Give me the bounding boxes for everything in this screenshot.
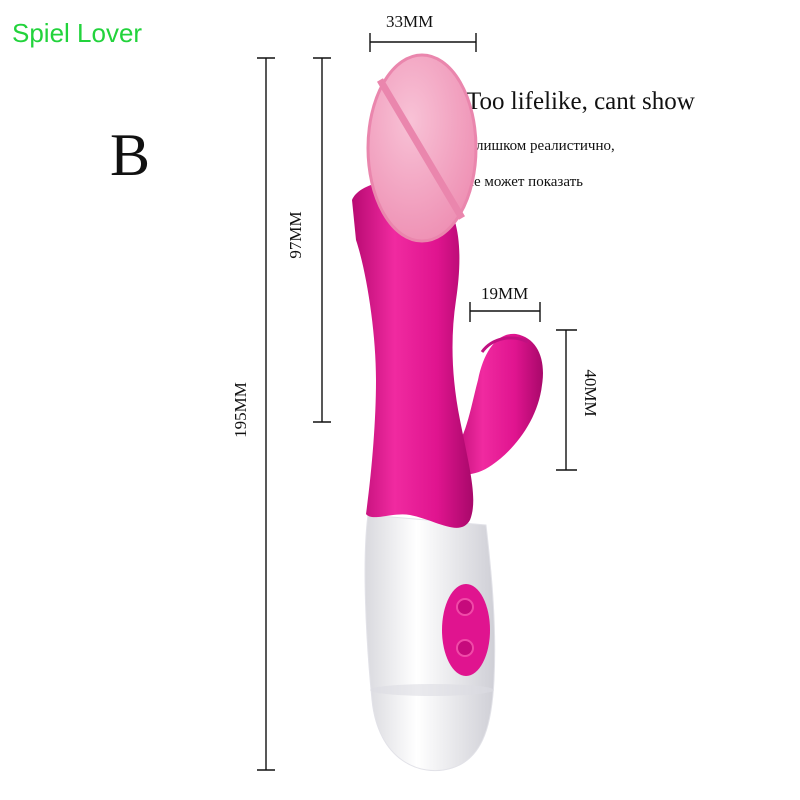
control-panel xyxy=(442,584,490,676)
dimension-top-width xyxy=(369,33,477,52)
label-clit-width: 19MM xyxy=(481,284,529,303)
control-button-top[interactable] xyxy=(456,598,474,616)
censor-note-russian-line1: Слишком реалистично, xyxy=(466,138,615,154)
censor-note-russian-line2: не может показать xyxy=(466,174,584,190)
device-clitoral-arm xyxy=(450,333,543,475)
censor-overlay xyxy=(366,53,478,243)
device-handle xyxy=(364,514,496,772)
label-top-width: 33MM xyxy=(386,12,434,31)
dimension-clit-width xyxy=(469,302,541,322)
device-body xyxy=(352,181,474,528)
label-shaft-length: 97MM xyxy=(286,211,305,259)
dimension-shaft-length xyxy=(313,57,331,423)
variant-label: B xyxy=(110,122,151,188)
label-clit-length: 40MM xyxy=(581,369,600,417)
label-total-length: 195MM xyxy=(231,382,250,438)
control-button-bottom[interactable] xyxy=(456,639,474,657)
dimension-total-length xyxy=(257,57,275,771)
censor-note-english: Too lifelike, cant show xyxy=(466,88,695,115)
dimension-clit-length xyxy=(556,329,577,471)
brand-watermark: Spiel Lover xyxy=(12,18,143,48)
